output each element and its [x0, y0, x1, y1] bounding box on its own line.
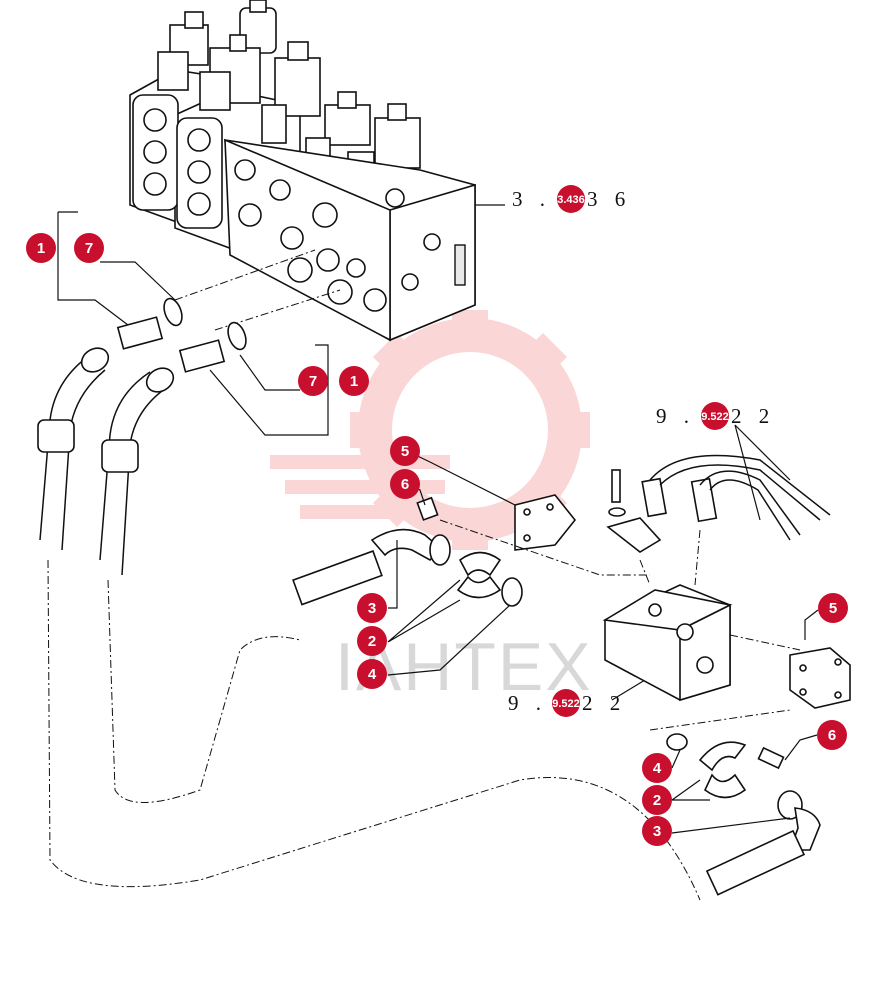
callout-7-top: 7 [74, 233, 104, 263]
callout-5-mid: 5 [390, 436, 420, 466]
control-valve-assembly [129, 0, 476, 342]
distribution-block [602, 454, 831, 702]
svg-text:3: 3 [653, 823, 661, 840]
ref-hoses-badge: 9.522 [701, 402, 729, 430]
svg-text:3.436: 3.436 [557, 194, 585, 206]
callout-4-mid: 4 [357, 659, 387, 689]
reference-hoses: 9 . 9.522 2 2 [656, 402, 791, 521]
reference-main-valve: 3 . 3.436 3 6 [475, 185, 631, 213]
svg-text:3: 3 [368, 600, 376, 617]
svg-text:6: 6 [828, 727, 836, 744]
middle-flange-assembly [292, 494, 650, 607]
callouts: 1 7 7 1 5 6 3 2 4 5 6 4 2 3 [26, 233, 848, 846]
ref-hoses-prefix: 9 . [656, 404, 695, 428]
svg-text:5: 5 [401, 443, 409, 460]
svg-text:9.522: 9.522 [701, 411, 729, 423]
callout-1-top: 1 [26, 233, 56, 263]
svg-text:4: 4 [653, 760, 662, 777]
svg-text:1: 1 [37, 240, 45, 257]
ref-main-valve-prefix: 3 . [512, 187, 551, 211]
callout-7-mid: 7 [298, 366, 328, 396]
reference-block: 9 . 9.522 2 2 [508, 679, 646, 717]
left-hose-assembly [37, 249, 701, 901]
callout-4-lower: 4 [642, 753, 672, 783]
svg-text:5: 5 [829, 600, 837, 617]
callout-3-mid: 3 [357, 593, 387, 623]
callout-1-mid: 1 [339, 366, 369, 396]
right-flange-assembly [649, 634, 851, 896]
callout-5-right: 5 [818, 593, 848, 623]
svg-text:2: 2 [368, 633, 376, 650]
ref-block-badge: 9.522 [552, 689, 580, 717]
svg-text:4: 4 [368, 666, 377, 683]
callout-6-right: 6 [817, 720, 847, 750]
callout-2-lower: 2 [642, 785, 672, 815]
svg-text:7: 7 [309, 373, 317, 390]
svg-text:2: 2 [653, 792, 661, 809]
svg-text:7: 7 [85, 240, 93, 257]
callout-2-mid: 2 [357, 626, 387, 656]
ref-block-suffix: 2 2 [582, 691, 626, 715]
svg-text:1: 1 [350, 373, 358, 390]
svg-text:9.522: 9.522 [552, 698, 580, 710]
ref-hoses-suffix: 2 2 [731, 404, 775, 428]
callout-6-mid: 6 [390, 469, 420, 499]
svg-text:6: 6 [401, 476, 409, 493]
ref-main-valve-suffix: 3 6 [587, 187, 631, 211]
ref-main-valve-badge: 3.436 [557, 185, 585, 213]
callout-3-lower: 3 [642, 816, 672, 846]
ref-block-prefix: 9 . [508, 691, 547, 715]
